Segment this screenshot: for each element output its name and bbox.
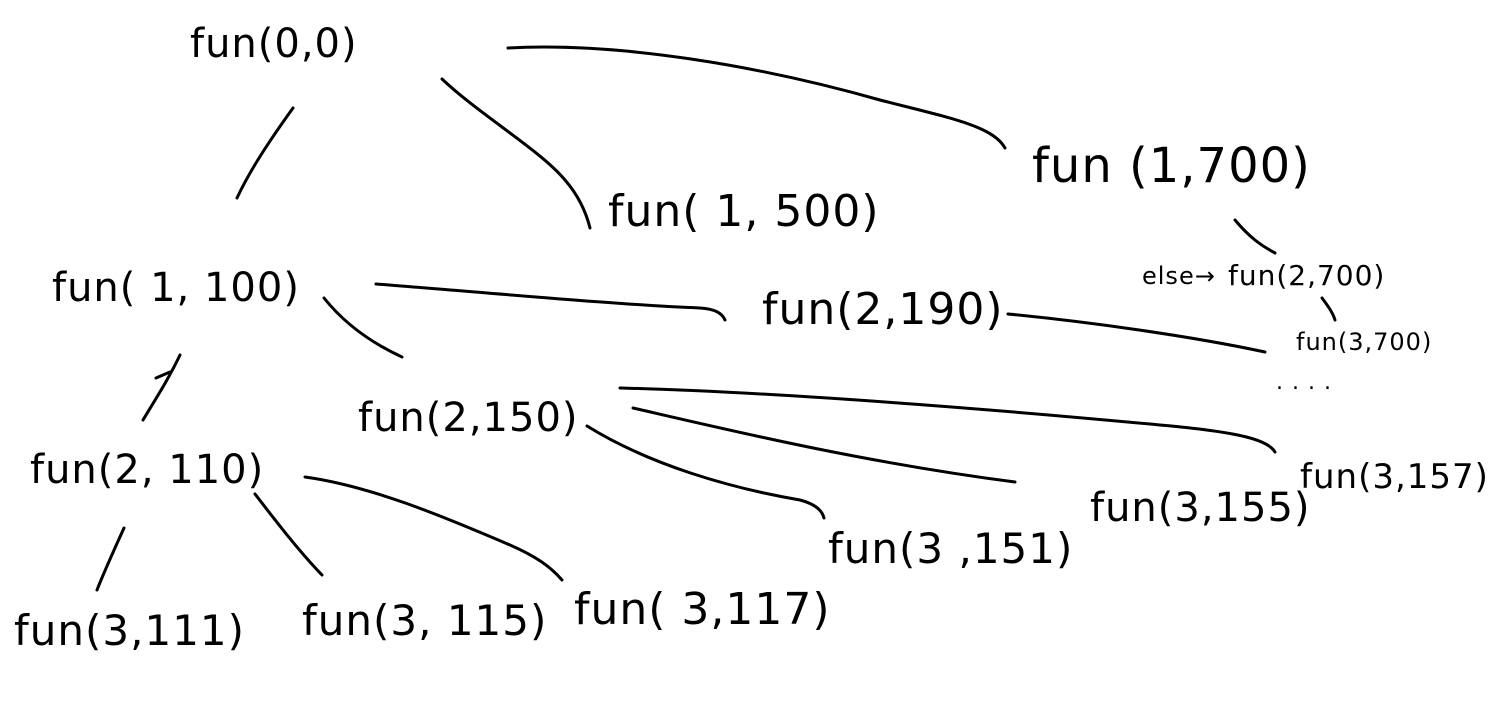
edge-2-190-to-3-700: [1006, 312, 1267, 354]
edge-2-700-to-3-700: [1320, 296, 1337, 322]
node-fun-1-700: fun (1,700): [1032, 138, 1311, 194]
node-fun-2-110: fun(2, 110): [30, 447, 265, 493]
node-fun-2-700: fun(2,700): [1228, 259, 1386, 292]
node-fun-0-0: fun(0,0): [190, 21, 358, 67]
edge-0-0-to-1-500: [440, 77, 592, 230]
node-fun-3-151: fun(3 ,151): [828, 524, 1074, 573]
ellipsis: . . . .: [1276, 370, 1332, 395]
node-fun-3-111: fun(3,111): [14, 606, 246, 655]
tree-edges: [95, 45, 1337, 592]
node-fun-3-155: fun(3,155): [1090, 485, 1311, 531]
edge-1-100-to-2-110-tick: [154, 370, 172, 380]
edge-2-110-to-3-111: [95, 526, 126, 592]
node-fun-3-157: fun(3,157): [1300, 457, 1489, 497]
node-fun-3-117: fun( 3,117): [574, 584, 831, 635]
node-fun-3-115: fun(3, 115): [302, 596, 548, 645]
edge-0-0-to-1-100: [235, 106, 295, 200]
edge-1-700-to-2-700: [1233, 218, 1277, 255]
edge-1-100-to-2-190: [374, 282, 727, 322]
node-fun-2-190: fun(2,190): [762, 284, 1004, 335]
node-fun-3-700: fun(3,700): [1296, 328, 1433, 356]
edge-1-100-to-2-150: [322, 296, 404, 359]
edge-2-110-to-3-115: [253, 492, 324, 577]
else-label: else→: [1142, 262, 1216, 290]
edge-2-150-to-3-157: [618, 386, 1277, 454]
edge-1-100-to-2-110: [141, 353, 182, 422]
edge-2-150-to-3-155: [631, 406, 1017, 484]
node-fun-1-100: fun( 1, 100): [52, 265, 300, 311]
recursion-tree-canvas: fun(0,0) fun( 1, 100) fun( 1, 500) fun (…: [14, 21, 1488, 655]
node-fun-2-150: fun(2,150): [358, 395, 579, 441]
edge-2-110-to-3-117: [303, 475, 564, 582]
edge-2-150-to-3-151: [585, 424, 826, 520]
edge-0-0-to-1-700: [506, 45, 1007, 150]
node-fun-1-500: fun( 1, 500): [608, 186, 880, 237]
